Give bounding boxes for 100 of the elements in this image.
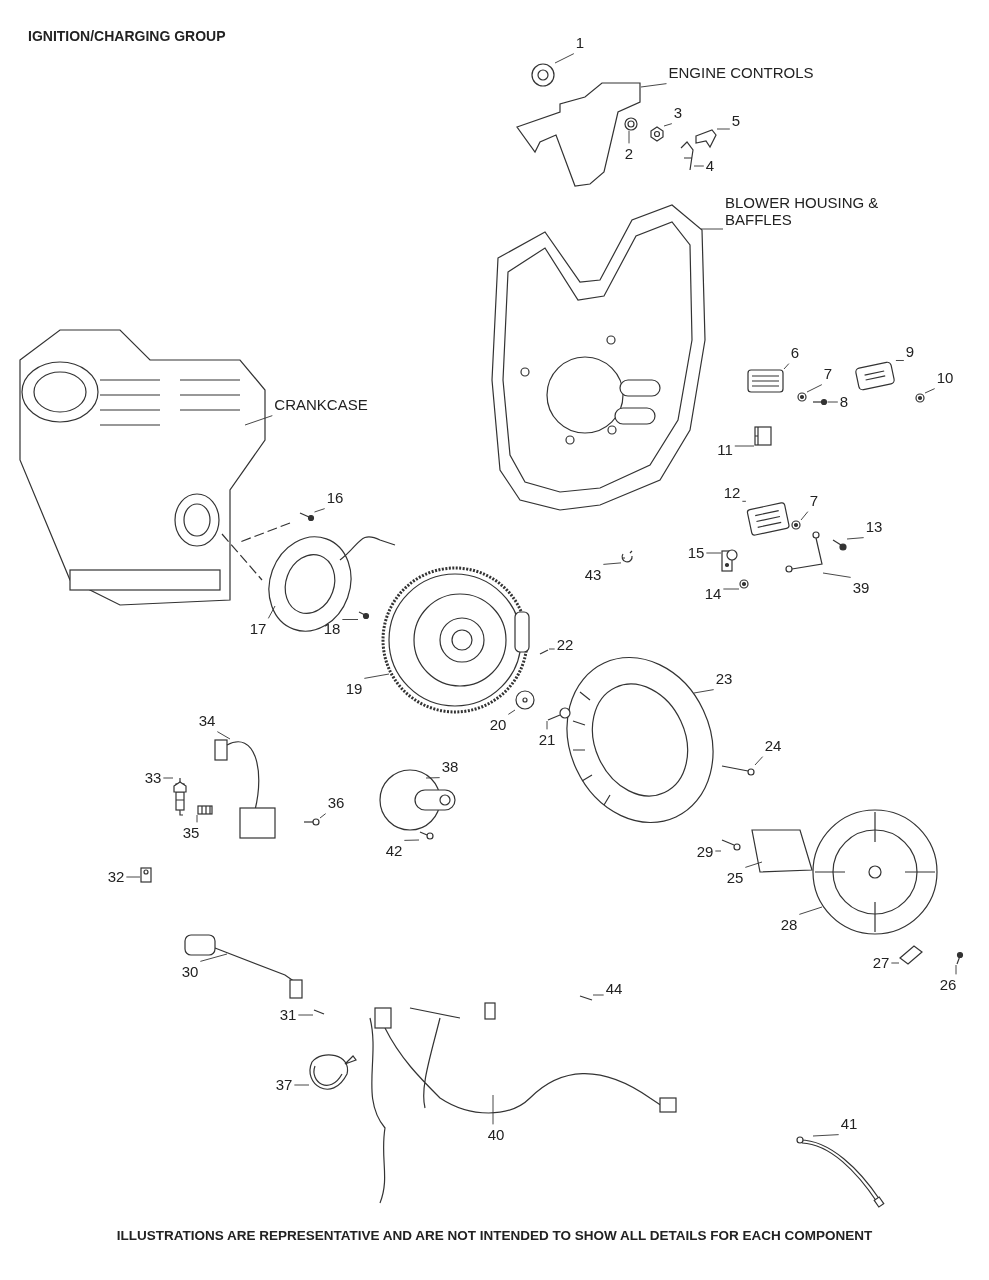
clamp-drawing [721, 549, 738, 572]
leader-line [548, 648, 556, 650]
leader-line [403, 839, 420, 841]
leader-line [812, 1134, 840, 1137]
leader-line [602, 562, 622, 565]
callout-number: 16 [326, 489, 344, 507]
screw-drawing [832, 539, 847, 551]
leader-line [783, 363, 790, 370]
callout-number: 26 [939, 976, 957, 994]
callout-number: 39 [852, 579, 870, 597]
bolt-drawing [419, 831, 434, 840]
callout-number: 9 [905, 343, 915, 361]
callout-number: 17 [249, 620, 267, 638]
callout-number: 12 [723, 484, 741, 502]
leader-line [341, 619, 359, 620]
clip-drawing [140, 867, 152, 883]
rectifier-drawing [747, 369, 784, 393]
callout-number: 8 [839, 393, 849, 411]
wire-lead-drawing [785, 531, 823, 573]
callout-number: 21 [538, 731, 556, 749]
diagram-title: IGNITION/CHARGING GROUP [28, 28, 226, 44]
bolt-drawing [721, 765, 755, 776]
callout-number: 30 [181, 963, 199, 981]
part-label: CRANKCASE [274, 396, 368, 414]
callout-number: 34 [198, 712, 216, 730]
clip-drawing [695, 129, 717, 149]
leader-line [924, 388, 936, 394]
leader-line [492, 1094, 494, 1125]
wiring-harness-drawing [369, 1002, 677, 1204]
leader-line [196, 814, 198, 823]
callout-number: 14 [704, 585, 722, 603]
leader-line [734, 445, 755, 447]
fan-drawing [566, 656, 714, 824]
grommet-drawing [624, 117, 638, 131]
callout-number: 7 [809, 492, 819, 510]
leader-line [293, 1084, 310, 1086]
leader-line [955, 964, 957, 975]
leader-line [162, 777, 174, 779]
leader-line [125, 876, 141, 878]
leader-line [846, 537, 865, 540]
part-label: ENGINE CONTROLS [668, 64, 814, 82]
part-label: BLOWER HOUSING & BAFFLES [725, 193, 895, 229]
leader-line [425, 777, 441, 779]
nut-drawing [650, 126, 664, 142]
callout-number: 24 [764, 737, 782, 755]
callout-number: 18 [323, 620, 341, 638]
leader-line [806, 384, 823, 393]
leader-line [663, 123, 673, 127]
callout-number: 10 [936, 369, 954, 387]
leader-line [267, 605, 276, 619]
leader-line [722, 588, 740, 590]
pad-drawing [754, 426, 772, 446]
callout-number: 42 [385, 842, 403, 860]
ignition-module-drawing [184, 934, 303, 999]
bracket-drawing [516, 82, 641, 187]
washer-drawing [797, 392, 807, 402]
leader-line [744, 861, 763, 868]
callout-number: 7 [823, 365, 833, 383]
callout-number: 23 [715, 670, 733, 688]
callout-number: 3 [673, 104, 683, 122]
callout-number: 29 [696, 843, 714, 861]
leader-line [244, 415, 273, 426]
callout-number: 5 [731, 112, 741, 130]
leader-line [554, 53, 575, 64]
callout-number: 11 [717, 441, 733, 459]
washer-drawing [515, 690, 535, 710]
callout-number: 38 [441, 758, 459, 776]
leader-line [693, 165, 705, 167]
stator-drawing [268, 536, 396, 632]
pin-drawing [539, 649, 549, 655]
flywheel-drawing [381, 566, 530, 714]
callout-number: 33 [144, 769, 162, 787]
leader-line [741, 500, 747, 502]
washer-drawing [915, 393, 925, 403]
callout-number: 40 [487, 1126, 505, 1144]
key-drawing [680, 141, 694, 171]
screw-drawing [956, 951, 964, 965]
callout-number: 20 [489, 716, 507, 734]
callout-number: 13 [865, 518, 883, 536]
clip-drawing [621, 550, 633, 563]
leader-line [754, 756, 764, 766]
screw-drawing [313, 1009, 325, 1015]
callout-number: 4 [705, 157, 715, 175]
leader-line [363, 673, 390, 679]
screw-drawing [579, 995, 593, 1001]
leader-line [216, 731, 231, 740]
leader-line [592, 994, 605, 996]
leader-line [716, 128, 731, 130]
callout-number: 27 [872, 954, 890, 972]
callout-number: 32 [107, 868, 125, 886]
callout-number: 22 [556, 636, 574, 654]
leader-line [895, 360, 905, 361]
screw-drawing [812, 398, 828, 406]
gasket-drawing [751, 829, 813, 873]
disclaimer-note: ILLUSTRATIONS ARE REPRESENTATIVE AND ARE NOT INTENDED TO SHOW ALL DETAILS FOR EACH COMPONENT [115, 1228, 874, 1243]
leader-line [319, 813, 327, 819]
screw-drawing [358, 611, 370, 620]
leader-line [827, 401, 839, 403]
callout-number: 19 [345, 680, 363, 698]
callout-number: 35 [182, 824, 200, 842]
